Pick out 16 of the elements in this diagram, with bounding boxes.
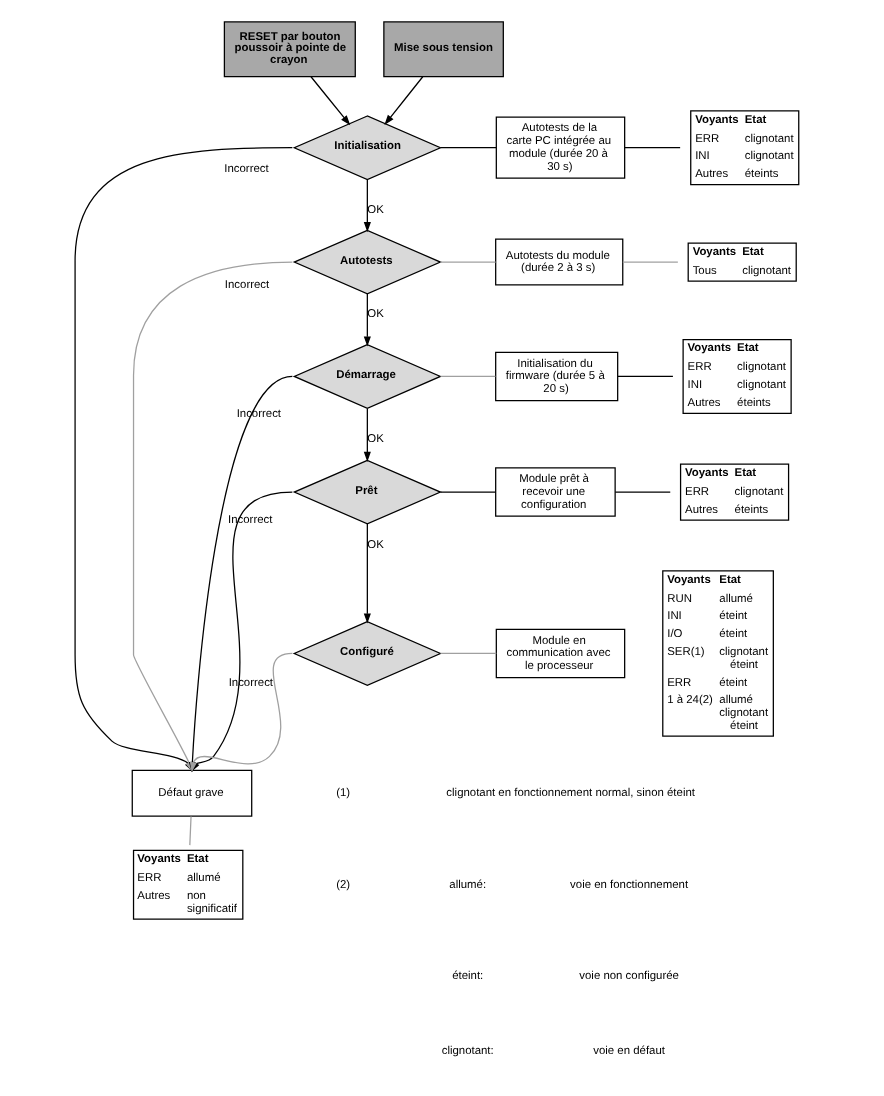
connector — [624, 147, 681, 149]
connector — [439, 147, 497, 149]
connector — [439, 491, 497, 493]
arrow — [363, 523, 371, 624]
arrow — [363, 293, 371, 347]
arrow — [363, 178, 371, 233]
connector — [614, 491, 671, 493]
connector — [439, 375, 497, 378]
connector — [439, 652, 497, 655]
arrow — [363, 408, 371, 462]
connector — [189, 815, 192, 846]
connector — [439, 261, 497, 263]
arrow — [384, 76, 424, 126]
connector — [617, 375, 674, 378]
arrow — [310, 76, 351, 126]
connector — [622, 261, 679, 263]
